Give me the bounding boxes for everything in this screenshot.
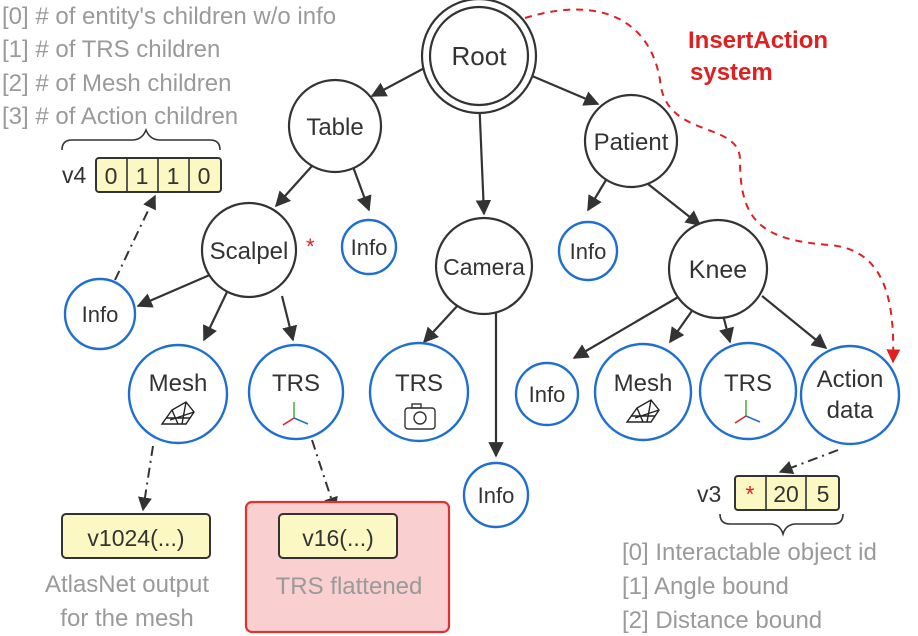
legend-item: [0] Interactable object id	[622, 539, 877, 566]
vector-text: v16(...)	[302, 525, 374, 551]
legend-item: [0] # of entity's children w/o info	[2, 3, 336, 30]
edge-mesh-to-v1024	[138, 445, 154, 512]
vector-v3: v3 * 20 5	[697, 475, 840, 511]
node-label: TRS	[395, 370, 443, 397]
edge-trs-to-v16	[311, 439, 338, 512]
node-trs-knee: TRS	[698, 341, 798, 441]
node-mesh-scalpel: Mesh	[127, 343, 229, 445]
edge	[669, 307, 695, 344]
node-label: Info	[82, 302, 119, 327]
scalpel-marker: *	[306, 234, 315, 259]
vector-cell: 20	[773, 481, 799, 507]
edge-info-to-v4	[114, 194, 156, 281]
node-info-camera: Info	[462, 461, 530, 529]
vector-cell: 5	[817, 481, 830, 507]
legend-item: [3] # of Action children	[2, 103, 238, 130]
node-trs-scalpel: TRS	[247, 343, 345, 441]
mesh-icon	[625, 399, 660, 423]
edge	[136, 272, 213, 308]
node-label: Table	[306, 114, 363, 141]
trs-flattened-box: v16(...) TRS flattened	[244, 500, 451, 634]
node-label: Info	[529, 382, 566, 407]
axes-icon	[282, 402, 309, 426]
mesh-icon	[160, 401, 195, 425]
node-info-knee: Info	[514, 361, 580, 427]
edge	[280, 295, 298, 342]
edge	[274, 165, 313, 208]
node-info-patient: Info	[557, 220, 619, 282]
vector-cell: 1	[136, 163, 149, 189]
legend-item: [1] Angle bound	[622, 573, 789, 600]
node-mesh-knee: Mesh	[593, 342, 693, 442]
edge	[572, 295, 681, 359]
node-label: TRS	[724, 370, 772, 397]
node-info-table: Info	[340, 218, 398, 276]
insert-action-subtitle: system	[690, 59, 773, 86]
edge-action-to-v3	[778, 449, 839, 475]
node-action-data: Action data	[799, 344, 901, 446]
trs-flattened-label: TRS flattened	[276, 573, 423, 600]
node-label: Action	[817, 366, 884, 393]
node-table: Table	[287, 78, 383, 174]
node-root: Root	[420, 0, 538, 115]
insert-action-title: InsertAction	[688, 27, 828, 54]
legend-top: [0] # of entity's children w/o info [1] …	[2, 3, 336, 130]
node-knee: Knee	[667, 218, 769, 320]
vector-cell: *	[746, 481, 755, 507]
vector-v1024: v1024(...)	[61, 513, 211, 559]
edge	[370, 63, 433, 97]
edge	[761, 295, 828, 349]
node-label: Mesh	[614, 370, 673, 397]
atlas-caption: for the mesh	[60, 605, 193, 632]
brace-v3	[719, 513, 844, 537]
vector-v4: v4 0 1 1 0	[62, 157, 222, 193]
node-info-scalpel: Info	[63, 277, 137, 351]
node-label: Knee	[689, 256, 747, 284]
node-label: Camera	[443, 254, 525, 280]
legend-item: [1] # of TRS children	[2, 36, 220, 63]
edge	[475, 95, 492, 216]
node-patient: Patient	[583, 93, 679, 189]
edge	[350, 163, 372, 212]
legend-bottom: [0] Interactable object id [1] Angle bou…	[622, 539, 877, 634]
insert-action-arrow	[524, 8, 901, 364]
legend-item: [2] Distance bound	[622, 607, 822, 634]
vector-text: v1024(...)	[87, 525, 184, 551]
vector-label: v3	[697, 481, 721, 507]
vector-cell: 1	[167, 163, 180, 189]
edge	[647, 183, 702, 226]
edge	[719, 314, 734, 344]
atlas-caption: AtlasNet output	[45, 571, 209, 598]
vector-cell: 0	[198, 163, 211, 189]
node-trs-camera: TRS	[368, 341, 470, 443]
node-label: data	[827, 397, 874, 424]
edge	[203, 291, 228, 342]
node-label: Info	[351, 235, 388, 260]
edge	[422, 303, 460, 344]
vector-cell: 0	[105, 163, 118, 189]
axes-icon	[734, 400, 761, 424]
node-label: Patient	[594, 129, 669, 156]
node-label: Info	[570, 239, 607, 264]
vector-edges	[114, 194, 839, 512]
node-label: Scalpel	[210, 238, 289, 265]
brace-v4	[61, 127, 221, 151]
vector-label: v4	[62, 162, 87, 188]
tree-edges	[136, 63, 828, 458]
node-label: TRS	[272, 370, 320, 397]
legend-item: [2] # of Mesh children	[2, 70, 231, 97]
camera-icon	[404, 403, 436, 430]
node-label: Root	[452, 41, 508, 71]
node-label: Mesh	[149, 370, 208, 397]
node-camera: Camera	[434, 216, 534, 316]
node-scalpel: Scalpel	[200, 201, 298, 299]
edge	[587, 179, 607, 212]
node-label: Info	[478, 483, 515, 508]
